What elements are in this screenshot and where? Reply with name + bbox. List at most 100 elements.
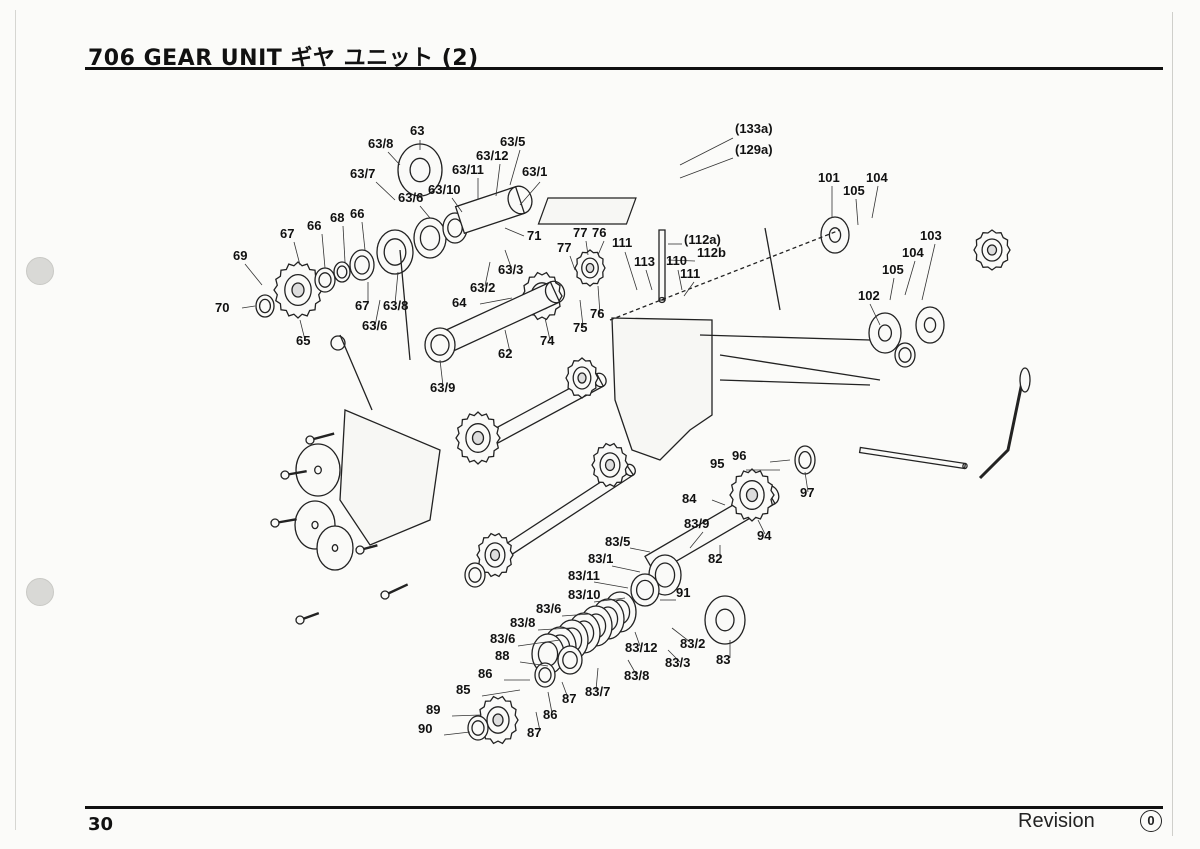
part-label-43: 104 [902,245,924,260]
part-label-50: 83/9 [684,516,709,531]
revision-label: Revision [1018,810,1095,832]
part-label-27: 76 [590,306,604,321]
part-label-53: 83/5 [605,534,630,549]
part-label-67: 85 [456,682,470,697]
ring-96 [794,445,816,475]
bolt-c [270,517,297,528]
gear-76 [574,249,606,287]
page-number: 30 [88,814,114,835]
part-label-3: 63/6 [398,190,423,205]
part-label-51: 82 [708,551,722,566]
part-label-36: (129a) [735,142,773,157]
part-label-15: 65 [296,333,310,348]
part-label-49: 84 [682,491,697,506]
dipstick-ring [330,335,346,351]
gear-mid-right [565,357,599,399]
bolt-e [380,583,409,600]
part-label-9: 71 [527,228,541,243]
part-label-73: 90 [418,721,432,736]
part-label-38: 112b [697,245,726,260]
bolt-d [295,612,320,625]
part-label-1: 63/8 [368,136,393,151]
housing-frame [611,317,713,461]
gear-94 [729,468,775,522]
part-label-39: 101 [818,170,840,185]
collar-63-9 [424,327,456,363]
part-label-25: 74 [540,333,555,348]
ring-90 [467,715,489,741]
ring-67 [349,249,375,281]
part-label-59: 83/8 [510,615,535,630]
gear-top-right [973,229,1011,271]
part-label-70: 83/7 [585,684,610,699]
part-label-61: 83/2 [680,636,705,651]
part-label-0: 63 [410,123,424,138]
part-label-66: 86 [478,666,492,681]
part-label-42: 103 [920,228,942,243]
part-label-21: 63/3 [498,262,523,277]
cover-plate [537,197,637,225]
binder-hole-bottom [26,578,54,606]
gear-counter [591,442,629,488]
part-labels: 6363/863/763/663/1063/1163/1263/563/1716… [215,121,942,740]
part-label-72: 89 [426,702,440,717]
part-label-55: 83/11 [568,568,600,583]
part-label-48: 97 [800,485,814,500]
cover-top [295,443,341,497]
part-label-30: 76 [592,225,606,240]
part-label-47: 95 [710,456,724,471]
part-label-74: 87 [527,725,541,740]
part-label-7: 63/5 [500,134,525,149]
part-label-29: 77 [573,225,587,240]
part-label-68: 87 [562,691,576,706]
part-label-24: 63/9 [430,380,455,395]
part-label-34: 111 [680,266,700,281]
part-label-44: 105 [882,262,904,277]
part-label-8: 63/1 [522,164,547,179]
bolt-b [280,469,307,480]
sleeve-63-1 [454,185,533,235]
part-label-69: 83/8 [624,668,649,683]
cover-low [316,525,354,571]
part-label-11: 68 [330,210,344,225]
page-edge-line [15,10,16,830]
page-edge-line-right [1172,12,1173,836]
plate-103 [915,306,945,344]
ring-63-6 [413,217,447,259]
gear-mid-left [455,411,501,465]
part-label-52: 94 [757,528,772,543]
part-label-2: 63/7 [350,166,375,181]
coupling-83 [704,595,746,645]
leader-lines [241,137,936,736]
part-label-58: 91 [676,585,690,600]
revision-number-badge: 0 [1140,810,1162,832]
part-label-40: 105 [843,183,865,198]
part-label-26: 75 [573,320,587,335]
title-rule [85,67,1163,70]
rod-112 [658,229,666,304]
part-label-14: 70 [215,300,229,315]
part-label-60: 83/6 [490,631,515,646]
ring-86 [557,645,583,675]
part-label-13: 69 [233,248,247,263]
part-label-18: 63/8 [383,298,408,313]
part-label-31: 111 [612,235,632,250]
part-label-54: 83/1 [588,551,613,566]
part-label-10: 66 [307,218,321,233]
part-label-23: 62 [498,346,512,361]
part-label-5: 63/11 [452,162,484,177]
part-label-57: 83/6 [536,601,561,616]
ring-102 [894,342,916,368]
ring-70 [255,294,275,318]
part-label-28: 77 [557,240,571,255]
rod-right [858,446,968,470]
part-label-46: 96 [732,448,746,463]
coupling-63 [397,143,443,197]
side-plate [339,409,441,546]
part-label-20: 63/2 [470,280,495,295]
part-label-32: 113 [634,254,655,269]
lever-knob [1019,367,1031,393]
part-label-22: 64 [452,295,467,310]
part-label-16: 66 [350,206,364,221]
